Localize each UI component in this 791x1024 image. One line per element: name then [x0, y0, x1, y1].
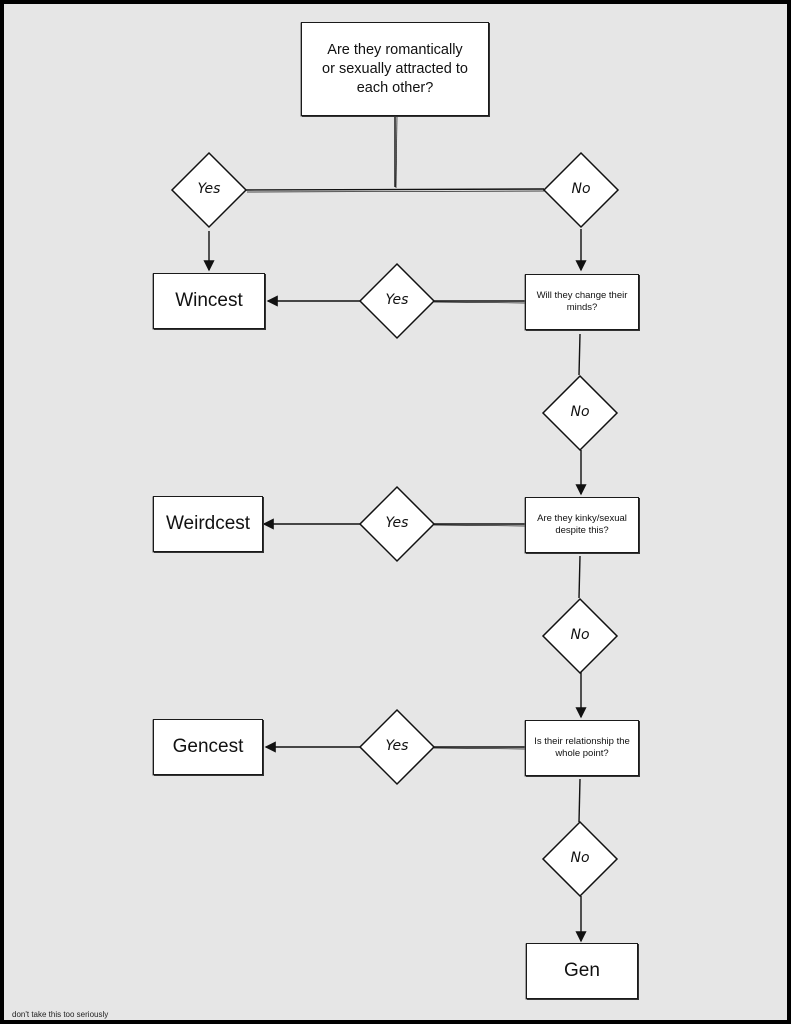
question-box-change-minds: Will they change their minds? [525, 274, 639, 330]
label-q4-yes: Yes [385, 738, 409, 754]
result-box-wincest: Wincest [153, 273, 265, 329]
result-box-gen: Gen [526, 943, 638, 999]
result-text-gen: Gen [564, 960, 600, 981]
result-text-gencest: Gencest [172, 736, 244, 757]
decision-q3-no [541, 597, 619, 675]
result-text-weirdcest: Weirdcest [165, 513, 251, 534]
label-q3-yes: Yes [385, 515, 409, 531]
label-q2-yes: Yes [385, 292, 409, 308]
connector-q2-no [578, 333, 581, 376]
question-box-kinky: Are they kinky/sexual despite this? [525, 497, 639, 553]
question-text-kinky: Are they kinky/sexual despite this? [537, 512, 627, 537]
label-q1-yes: Yes [197, 181, 221, 197]
decision-q4-no [541, 820, 619, 898]
connector-q3-no [578, 555, 581, 599]
label-q1-no: No [571, 181, 591, 197]
footer-note: don't take this too seriously [12, 1010, 109, 1019]
flowchart-connectors [170, 115, 620, 943]
question-text-attraction: Are they romantically or sexually attrac… [322, 41, 468, 96]
decision-q1-no [542, 151, 620, 229]
question-box-attraction: Are they romantically or sexually attrac… [301, 22, 489, 116]
decision-q1-yes [170, 151, 248, 229]
decision-q3-yes [358, 485, 436, 563]
label-q4-no: No [570, 850, 590, 866]
decision-q2-no [541, 374, 619, 452]
connector-q1-branch [244, 188, 545, 191]
question-box-whole-point: Is their relationship the whole point? [525, 720, 639, 776]
decision-q2-yes [358, 262, 436, 340]
result-box-weirdcest: Weirdcest [153, 496, 263, 552]
question-text-whole-point: Is their relationship the whole point? [534, 735, 630, 760]
question-text-change-minds: Will they change their minds? [536, 289, 628, 314]
label-q3-no: No [570, 627, 590, 643]
decision-q4-yes [358, 708, 436, 786]
result-box-gencest: Gencest [153, 719, 263, 775]
flowchart-canvas: Are they romantically or sexually attrac… [4, 4, 787, 1020]
connector-q4-no [578, 778, 581, 823]
result-text-wincest: Wincest [175, 290, 243, 311]
label-q2-no: No [570, 404, 590, 420]
